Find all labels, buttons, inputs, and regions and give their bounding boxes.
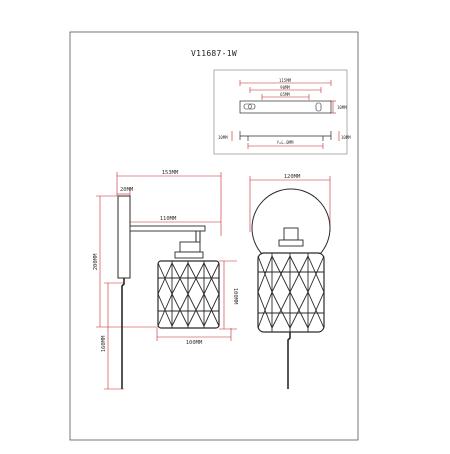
mounting-plate-detail: 115MM 90MM 65MM 10MM 10MM 10MM Y=L.0MM [213,69,351,155]
socket-cap [174,251,204,259]
plate-inner-label: 65MM [280,92,290,97]
plate-side-left-label: 10MM [218,135,228,140]
plate-holes-label: 90MM [280,85,290,90]
plate-detail-box [213,69,348,155]
shade-height-label: 100MM [232,288,238,305]
arm-length-label: 153MM [162,170,179,176]
arm-inner-label: 110MM [160,216,177,222]
plate-slot [243,103,256,110]
front-socket [283,227,299,241]
plate-depth-label: 10MM [337,105,347,110]
cord-length-label: 160MM [101,335,107,352]
plate-hole-left [247,104,253,109]
plate-thread-label: Y=L.0MM [277,140,294,145]
front-socket-cap [278,239,304,247]
arm [129,225,206,232]
front-view: 120MM [249,174,331,389]
front-power-cord [287,332,291,389]
front-crystal-facets [257,253,325,332]
plate-knob [315,102,322,112]
model-number: V11687-1W [191,49,237,58]
height-label: 200MM [93,253,99,270]
power-cord [121,278,125,389]
plate-side-right-label: 10MM [341,135,351,140]
wall-plate [117,195,131,279]
plate-top-view [239,100,332,114]
plate-overall-label: 115MM [279,78,292,83]
side-view: 153MM 20MM 110MM 200MM 160MM 100MM 100MM [93,170,238,390]
front-crystal-shade [257,252,325,333]
crystal-facets [157,261,220,328]
plate-width-label: 20MM [120,187,134,193]
globe-width-label: 120MM [284,174,301,180]
socket [179,241,201,253]
sheet-frame [69,31,359,441]
shade-width-label: 100MM [186,340,203,346]
